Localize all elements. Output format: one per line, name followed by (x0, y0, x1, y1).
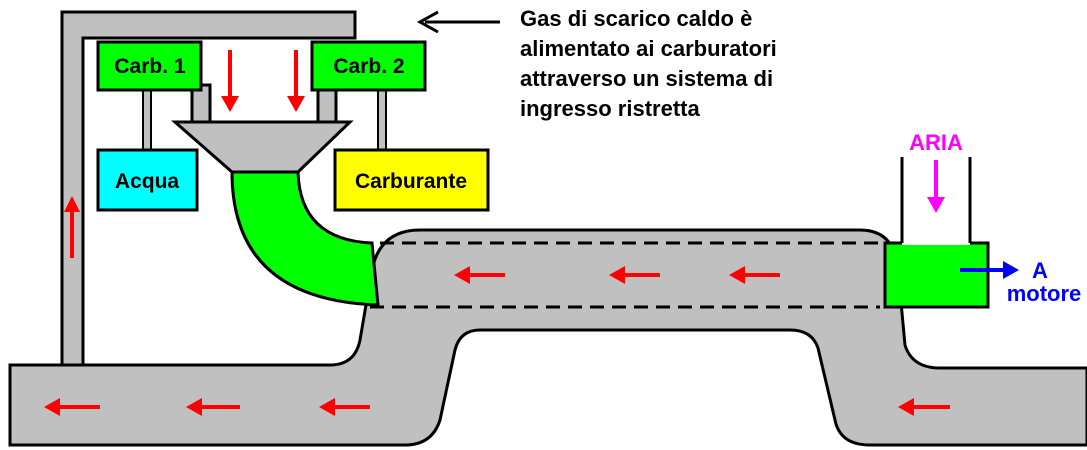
rod-water (142, 87, 152, 151)
lower-arrow-3 (319, 398, 370, 416)
lower-arrow-2 (186, 398, 240, 416)
outlet-label-line2: motore (1007, 281, 1082, 306)
mix-pipe (230, 170, 380, 307)
caption-line-1: Gas di scarico caldo è (520, 6, 753, 31)
flow-arrows (44, 50, 950, 416)
fuel-box (333, 148, 490, 212)
caption-line-3: attraverso un sistema di (520, 66, 774, 91)
air-arrow (927, 160, 945, 213)
outlet-pipe (883, 241, 990, 309)
channel-arrow-3 (729, 266, 780, 284)
carb2-box (310, 40, 427, 92)
down-arrow-right (287, 50, 305, 112)
outlet-label-line1: A (1032, 258, 1048, 283)
caption-line-4: ingresso ristretta (520, 96, 700, 121)
carb1-label: Carb. 1 (114, 55, 186, 78)
rod-fuel (377, 87, 387, 151)
outlet-arrow (960, 261, 1019, 279)
funnel (171, 120, 354, 174)
lower-arrow-1 (44, 398, 100, 416)
channel-arrow-2 (609, 266, 660, 284)
carb2-label: Carb. 2 (333, 55, 404, 78)
down-arrow-left (221, 50, 239, 112)
channel-arrow-1 (454, 266, 505, 284)
carb1-box (96, 40, 203, 92)
recirculation-tube (60, 10, 357, 367)
exhaust-pipe (8, 228, 1087, 447)
caption-line-2: alimentato ai carburatori (520, 36, 777, 61)
fuel-label: Carburante (355, 170, 467, 193)
air-label: ARIA (909, 130, 963, 155)
lower-arrow-4 (898, 398, 950, 416)
water-box (96, 148, 199, 212)
caption: Gas di scarico caldo è alimentato ai car… (520, 4, 840, 124)
caption-pointer-arrow (416, 10, 500, 34)
up-arrow-riser (64, 196, 80, 258)
water-label: Acqua (115, 170, 180, 193)
